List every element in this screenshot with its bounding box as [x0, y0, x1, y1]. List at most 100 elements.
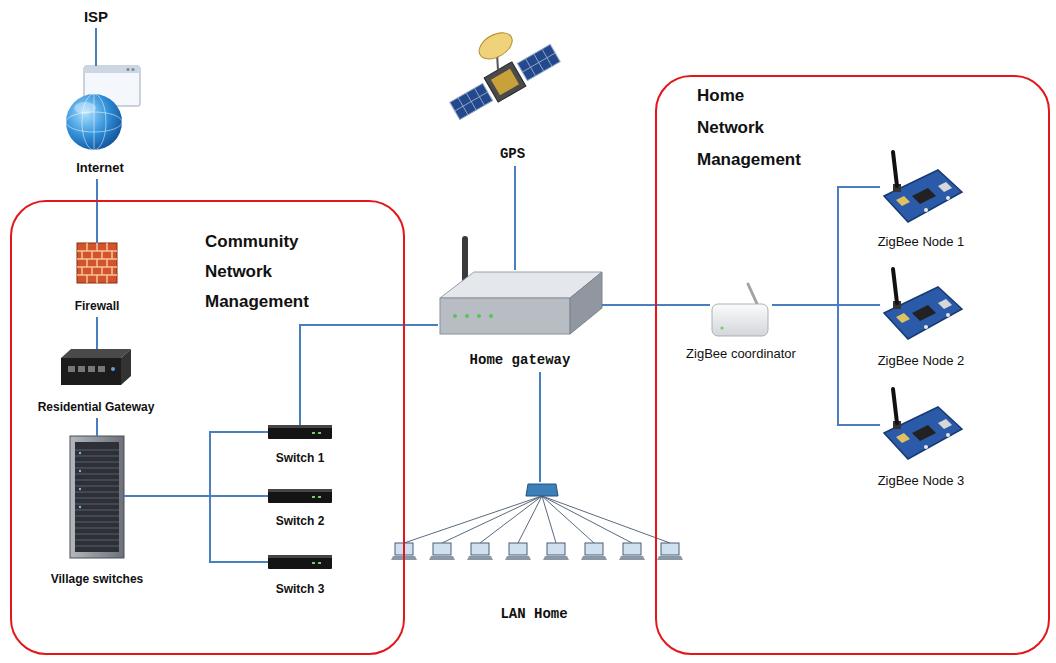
home-gateway-router-icon — [453, 314, 457, 318]
village-switch-rack-icon — [79, 452, 81, 454]
link-line — [124, 432, 268, 496]
residential-gateway-icon — [111, 367, 115, 371]
internet-icon — [74, 102, 96, 114]
gps-satellite — [475, 27, 517, 64]
device-node: GPS — [455, 32, 570, 132]
computer-icon — [505, 543, 531, 560]
village-switch-rack-icon — [75, 442, 119, 552]
switch-icon — [268, 425, 332, 439]
gps-satellite — [484, 62, 526, 102]
village-switch-rack-icon — [79, 470, 81, 472]
node-text: ISP — [84, 8, 108, 25]
device-label: ZigBee Node 1 — [878, 234, 965, 250]
home-gateway-router-icon — [570, 272, 602, 334]
gps-satellite — [517, 44, 560, 80]
network-region: Home Network ManagementZigBee coordinato… — [655, 75, 1050, 655]
village-switch-rack-icon — [75, 450, 119, 546]
lan-home-drawing — [526, 484, 558, 496]
residential-gateway-icon — [61, 358, 121, 385]
zigbee-coordinator-icon — [721, 327, 724, 330]
device-label: ZigBee coordinator — [686, 346, 796, 362]
computer-icon — [619, 543, 645, 560]
device-label: Switch 1 — [276, 451, 325, 466]
zigbee-coordinator-icon — [712, 284, 768, 336]
link-line — [124, 496, 268, 562]
internet-icon — [94, 94, 95, 150]
internet-icon — [84, 66, 140, 73]
link-line — [95, 28, 97, 66]
region-heading: Community Network Management — [205, 227, 345, 317]
village-switch-rack-icon — [79, 506, 81, 508]
device-node: ZigBee coordinator — [710, 296, 772, 340]
home-gateway-router-icon — [440, 298, 570, 334]
zigbee-coordinator-icon — [712, 304, 768, 336]
firewall-icon — [77, 243, 117, 283]
zigbee-coordinator-icon — [748, 284, 758, 306]
device-node: ZigBee Node 1 — [880, 148, 962, 226]
zigbee-board-icon — [884, 389, 962, 459]
village-switch-rack-icon — [70, 436, 124, 558]
device-node: Residential Gateway — [61, 349, 131, 385]
home-gateway-router-icon — [477, 314, 481, 318]
device-node: Switch 2 — [268, 489, 332, 503]
firewall-icon — [77, 243, 117, 283]
region-heading: Home Network Management — [697, 80, 809, 176]
device-node: ZigBee Node 2 — [880, 265, 962, 345]
zigbee-board-icon — [884, 269, 962, 339]
gps-satellite — [517, 44, 560, 80]
link-line — [96, 418, 98, 436]
internet-icon — [66, 94, 122, 150]
residential-gateway-icon — [61, 349, 131, 385]
text-node: ISP — [84, 8, 108, 25]
device-label: ZigBee Node 3 — [878, 473, 965, 489]
residential-gateway-icon — [78, 366, 85, 372]
device-label: Firewall — [75, 299, 120, 314]
village-switch-rack-icon — [70, 436, 124, 558]
computer-icon — [543, 543, 569, 560]
device-label: ZigBee Node 2 — [878, 353, 965, 369]
switch-icon — [268, 489, 332, 503]
link-line — [96, 179, 98, 243]
link-line — [300, 325, 438, 425]
internet-icon — [132, 68, 135, 71]
gps-satellite — [431, 12, 562, 123]
device-label: Switch 3 — [276, 582, 325, 597]
device-node: ZigBee Node 3 — [880, 385, 962, 465]
home-gateway-router-icon — [465, 314, 469, 318]
network-region: Community Network ManagementFirewallResi… — [10, 200, 405, 655]
zigbee-board-icon — [884, 152, 962, 222]
firewall-icon — [77, 243, 117, 283]
link-line — [96, 317, 98, 349]
device-label: Switch 2 — [276, 514, 325, 529]
computer-icon — [581, 543, 607, 560]
device-label: Residential Gateway — [38, 400, 155, 415]
link-line — [772, 305, 880, 425]
computer-icon — [467, 543, 493, 560]
device-node: Firewall — [77, 243, 117, 283]
residential-gateway-icon — [88, 366, 95, 372]
gps-satellite — [491, 69, 519, 96]
residential-gateway-icon — [98, 366, 105, 372]
link-line — [772, 187, 880, 305]
internet-icon — [66, 66, 140, 150]
lan-home-drawing — [404, 496, 670, 543]
device-node: LAN Home — [388, 482, 680, 562]
link-line — [514, 166, 516, 270]
computer-icon — [657, 543, 683, 560]
device-node: Home gateway — [438, 270, 602, 340]
device-node: Village switches — [70, 436, 124, 558]
device-label: Internet — [76, 160, 124, 176]
device-label: Village switches — [51, 572, 144, 587]
device-node: Internet — [58, 66, 142, 152]
residential-gateway-icon — [121, 349, 131, 385]
home-gateway-router-icon — [440, 236, 602, 334]
gps-satellite — [450, 83, 493, 119]
device-label: Home gateway — [470, 352, 571, 369]
village-switch-rack-icon — [79, 488, 81, 490]
device-label: GPS — [500, 146, 525, 163]
home-gateway-router-icon — [489, 314, 493, 318]
residential-gateway-icon — [68, 366, 75, 372]
residential-gateway-icon — [61, 349, 131, 358]
